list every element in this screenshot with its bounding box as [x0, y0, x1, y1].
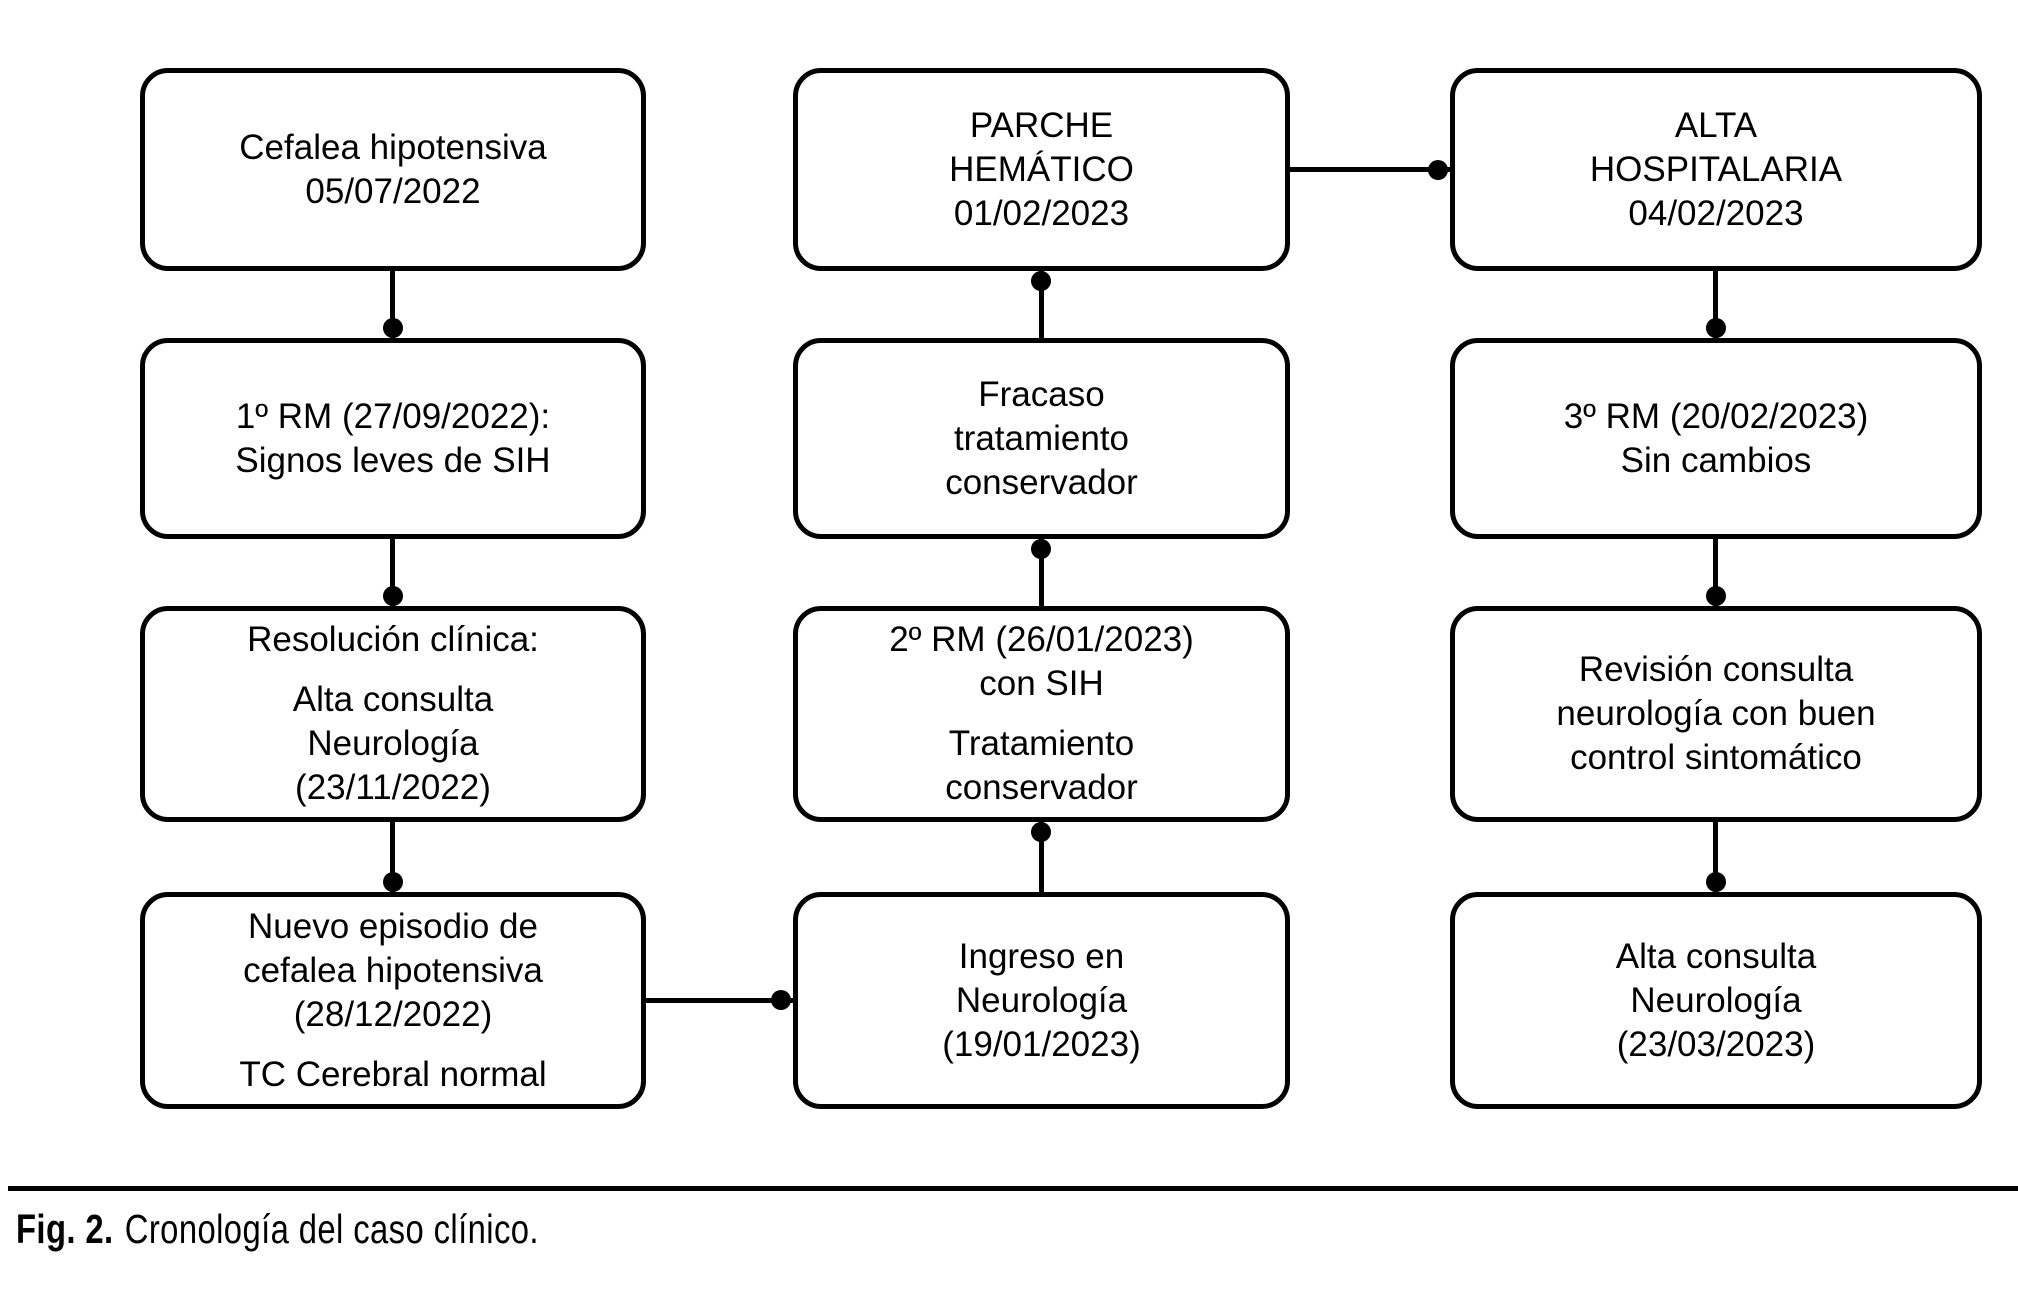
node-alta-hospitalaria: ALTA HOSPITALARIA 04/02/2023	[1450, 68, 1982, 271]
node-paragraph: Nuevo episodio de cefalea hipotensiva (2…	[243, 906, 543, 1034]
node-revision-consulta: Revisión consulta neurología con buen co…	[1450, 606, 1982, 822]
flow-dot	[1706, 872, 1726, 892]
caption-divider	[8, 1186, 2018, 1191]
node-paragraph: TC Cerebral normal	[239, 1054, 547, 1094]
node-paragraph: 3º RM (20/02/2023) Sin cambios	[1563, 396, 1869, 480]
node-paragraph: Revisión consulta neurología con buen co…	[1556, 650, 1876, 777]
node-resolucion-clinica: Resolución clínica: Alta consulta Neurol…	[140, 606, 646, 822]
node-paragraph: 2º RM (26/01/2023) con SIH	[889, 620, 1194, 703]
flow-dot	[383, 318, 403, 338]
connector-nuevo-episodio-to-ingreso	[646, 998, 793, 1003]
node-ingreso-neurologia: Ingreso en Neurología (19/01/2023)	[793, 892, 1290, 1109]
node-paragraph: ALTA HOSPITALARIA 04/02/2023	[1589, 105, 1843, 233]
node-paragraph: Cefalea hipotensiva 05/07/2022	[239, 127, 547, 211]
connector-tercera-rm-to-revision	[1713, 539, 1718, 606]
flow-dot	[1428, 160, 1448, 180]
figure-caption-label: Fig. 2.	[16, 1206, 114, 1252]
node-fracaso-tratamiento: Fracaso tratamiento conservador	[793, 338, 1290, 539]
figure-caption: Fig. 2.Cronología del caso clínico.	[16, 1206, 539, 1253]
node-nuevo-episodio: Nuevo episodio de cefalea hipotensiva (2…	[140, 892, 646, 1109]
connector-cefalea-to-primera-rm	[390, 271, 395, 338]
node-paragraph: 1º RM (27/09/2022): Signos leves de SIH	[235, 396, 551, 480]
node-cefalea-hipotensiva: Cefalea hipotensiva 05/07/2022	[140, 68, 646, 271]
node-paragraph: Tratamiento conservador	[945, 724, 1138, 807]
node-paragraph: Fracaso tratamiento conservador	[945, 374, 1138, 502]
node-segunda-rm: 2º RM (26/01/2023) con SIH Tratamiento c…	[793, 606, 1290, 822]
flow-dot	[1031, 539, 1051, 559]
node-paragraph: Alta consulta Neurología (23/03/2023)	[1615, 936, 1817, 1064]
figure-caption-text: Cronología del caso clínico.	[124, 1206, 539, 1252]
connector-resolucion-to-nuevo-episodio	[390, 822, 395, 892]
connector-fracaso-to-parche	[1039, 271, 1044, 338]
connector-segunda-rm-to-fracaso	[1039, 539, 1044, 606]
node-paragraph: Alta consulta Neurología (23/11/2022)	[292, 680, 494, 807]
connector-parche-to-alta-hospitalaria	[1290, 167, 1450, 172]
flow-dot	[1706, 318, 1726, 338]
node-alta-consulta-neurologia: Alta consulta Neurología (23/03/2023)	[1450, 892, 1982, 1109]
connector-primera-rm-to-resolucion	[390, 539, 395, 606]
node-primera-rm: 1º RM (27/09/2022): Signos leves de SIH	[140, 338, 646, 539]
connector-alta-hospitalaria-to-tercera-rm	[1713, 271, 1718, 338]
connector-revision-to-alta-consulta	[1713, 822, 1718, 892]
flow-dot	[771, 990, 791, 1010]
node-paragraph: PARCHE HEMÁTICO 01/02/2023	[949, 105, 1134, 233]
flow-dot	[383, 586, 403, 606]
flow-dot	[1706, 586, 1726, 606]
node-parche-hematico: PARCHE HEMÁTICO 01/02/2023	[793, 68, 1290, 271]
node-tercera-rm: 3º RM (20/02/2023) Sin cambios	[1450, 338, 1982, 539]
flow-dot	[1031, 822, 1051, 842]
node-paragraph: Resolución clínica:	[247, 620, 539, 659]
node-paragraph: Ingreso en Neurología (19/01/2023)	[942, 936, 1141, 1064]
connector-ingreso-to-segunda-rm	[1039, 822, 1044, 892]
flow-dot	[383, 872, 403, 892]
flow-dot	[1031, 271, 1051, 291]
